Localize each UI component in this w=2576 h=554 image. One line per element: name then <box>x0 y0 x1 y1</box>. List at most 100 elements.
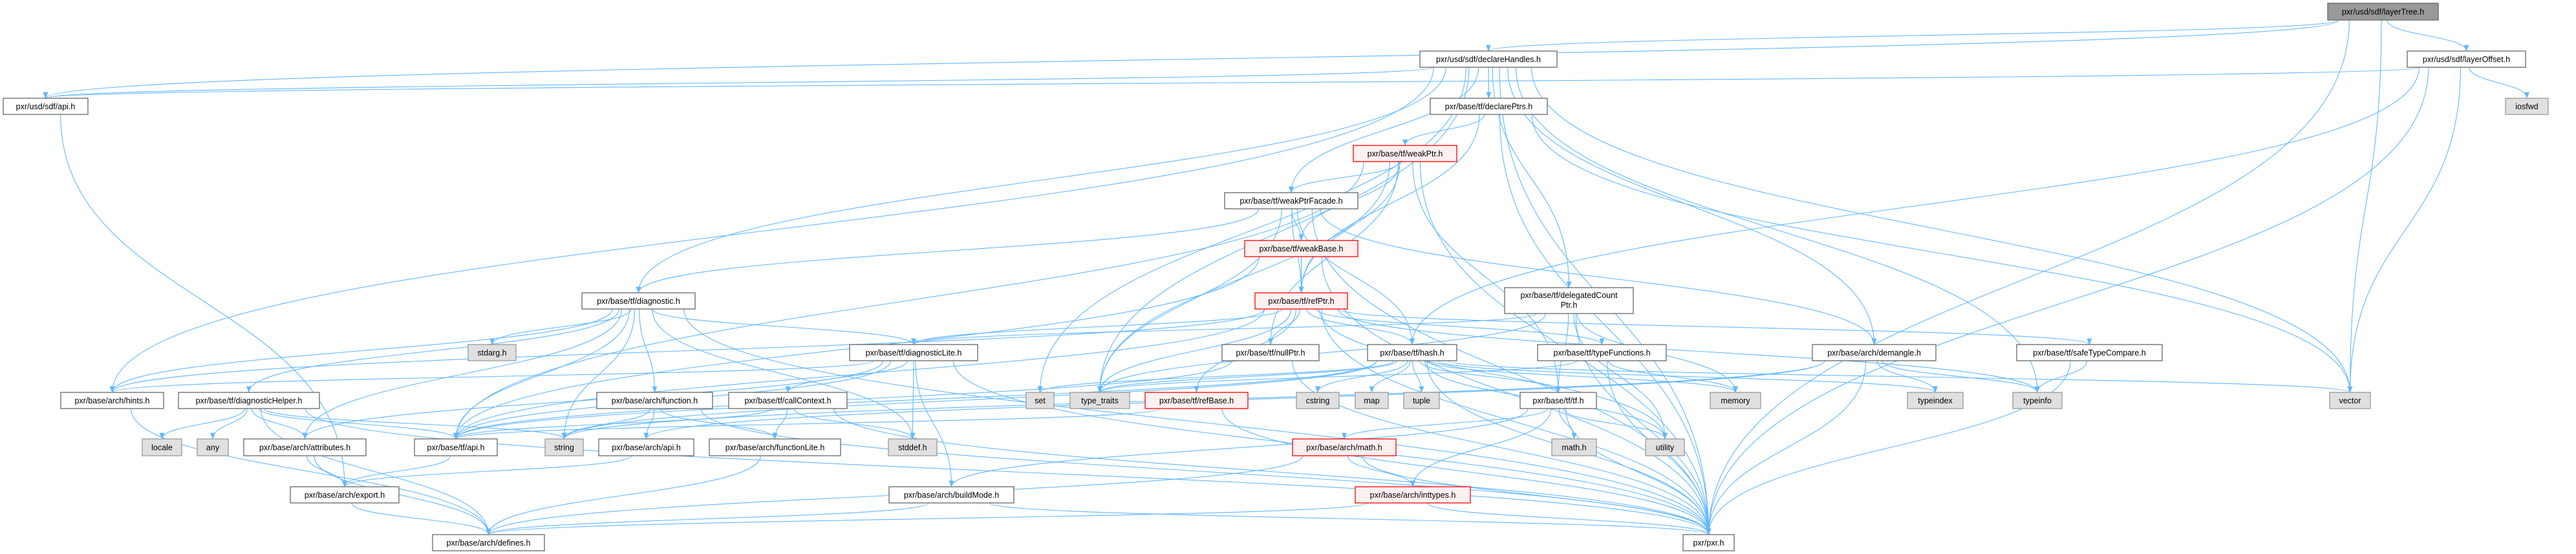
node-box[interactable] <box>581 292 696 310</box>
node-box[interactable] <box>1254 292 1348 310</box>
node-box[interactable] <box>1244 240 1358 257</box>
node-box[interactable] <box>888 486 1014 504</box>
node-archApi[interactable]: pxr/base/arch/api.h <box>598 438 694 456</box>
node-any[interactable]: any <box>197 438 229 456</box>
node-diagnosticHelper[interactable]: pxr/base/tf/diagnosticHelper.h <box>178 392 320 409</box>
node-callContext[interactable]: pxr/base/tf/callContext.h <box>728 392 848 409</box>
node-box[interactable] <box>1367 344 1457 361</box>
node-box[interactable] <box>1353 145 1457 162</box>
node-box[interactable] <box>709 438 841 456</box>
node-box[interactable] <box>888 438 938 456</box>
node-box[interactable] <box>1419 50 1558 68</box>
node-box[interactable] <box>432 534 545 551</box>
node-box[interactable] <box>2012 392 2063 409</box>
node-mathH[interactable]: math.h <box>1551 438 1597 456</box>
node-box[interactable] <box>1144 392 1249 409</box>
node-box[interactable] <box>1645 438 1685 456</box>
node-box[interactable] <box>1221 344 1320 361</box>
node-iosfwd[interactable]: iosfwd <box>2505 98 2549 115</box>
node-demangle[interactable]: pxr/base/arch/demangle.h <box>1812 344 1937 361</box>
node-tfApi[interactable]: pxr/base/tf/api.h <box>414 438 498 456</box>
node-box[interactable] <box>1710 392 1761 409</box>
node-box[interactable] <box>1551 438 1597 456</box>
node-layerOffset[interactable]: pxr/usd/sdf/layerOffset.h <box>2407 50 2526 68</box>
node-weakPtr[interactable]: pxr/base/tf/weakPtr.h <box>1353 145 1457 162</box>
node-stdarg[interactable]: stdarg.h <box>467 344 517 361</box>
node-set[interactable]: set <box>1025 392 1055 409</box>
node-string[interactable]: string <box>544 438 584 456</box>
node-box[interactable] <box>2327 3 2439 21</box>
node-safeTypeCompare[interactable]: pxr/base/tf/safeTypeCompare.h <box>2016 344 2163 361</box>
node-box[interactable] <box>1292 438 1397 456</box>
node-box[interactable] <box>1537 344 1667 361</box>
node-tuple[interactable]: tuple <box>1403 392 1440 409</box>
node-box[interactable] <box>1025 392 1055 409</box>
node-box[interactable] <box>1504 287 1634 314</box>
node-box[interactable] <box>178 392 320 409</box>
node-locale[interactable]: locale <box>142 438 182 456</box>
node-box[interactable] <box>142 438 182 456</box>
node-diagnosticLite[interactable]: pxr/base/tf/diagnosticLite.h <box>849 344 978 361</box>
node-refPtr[interactable]: pxr/base/tf/refPtr.h <box>1254 292 1348 310</box>
node-declarePtrs[interactable]: pxr/base/tf/declarePtrs.h <box>1430 98 1548 115</box>
node-box[interactable] <box>243 438 367 456</box>
node-typeFunctions[interactable]: pxr/base/tf/typeFunctions.h <box>1537 344 1667 361</box>
node-layerTree[interactable]: pxr/usd/sdf/layerTree.h <box>2327 3 2439 21</box>
node-weakPtrFacade[interactable]: pxr/base/tf/weakPtrFacade.h <box>1224 192 1358 209</box>
node-function[interactable]: pxr/base/arch/function.h <box>596 392 713 409</box>
node-map[interactable]: map <box>1355 392 1389 409</box>
node-archMath[interactable]: pxr/base/arch/math.h <box>1292 438 1397 456</box>
node-defines[interactable]: pxr/base/arch/defines.h <box>432 534 545 551</box>
node-box[interactable] <box>290 486 400 504</box>
node-box[interactable] <box>2505 98 2549 115</box>
node-functionLite[interactable]: pxr/base/arch/functionLite.h <box>709 438 841 456</box>
node-sdfApi[interactable]: pxr/usd/sdf/api.h <box>3 98 89 115</box>
node-weakBase[interactable]: pxr/base/tf/weakBase.h <box>1244 240 1358 257</box>
node-box[interactable] <box>467 344 517 361</box>
node-box[interactable] <box>1296 392 1340 409</box>
node-box[interactable] <box>1812 344 1937 361</box>
node-box[interactable] <box>849 344 978 361</box>
node-diagnostic[interactable]: pxr/base/tf/diagnostic.h <box>581 292 696 310</box>
node-hints[interactable]: pxr/base/arch/hints.h <box>60 392 164 409</box>
node-box[interactable] <box>1355 392 1389 409</box>
node-box[interactable] <box>2016 344 2163 361</box>
node-box[interactable] <box>1355 486 1471 504</box>
node-typeTraits[interactable]: type_traits <box>1069 392 1130 409</box>
node-typeinfo[interactable]: typeinfo <box>2012 392 2063 409</box>
node-refBase[interactable]: pxr/base/tf/refBase.h <box>1144 392 1249 409</box>
node-attributes[interactable]: pxr/base/arch/attributes.h <box>243 438 367 456</box>
node-export[interactable]: pxr/base/arch/export.h <box>290 486 400 504</box>
node-box[interactable] <box>596 392 713 409</box>
node-box[interactable] <box>414 438 498 456</box>
node-box[interactable] <box>1430 98 1548 115</box>
node-buildMode[interactable]: pxr/base/arch/buildMode.h <box>888 486 1014 504</box>
node-box[interactable] <box>1907 392 1964 409</box>
node-box[interactable] <box>1682 534 1735 551</box>
node-box[interactable] <box>544 438 584 456</box>
node-box[interactable] <box>2329 392 2371 409</box>
node-utility[interactable]: utility <box>1645 438 1685 456</box>
node-inttypes[interactable]: pxr/base/arch/inttypes.h <box>1355 486 1471 504</box>
node-box[interactable] <box>3 98 89 115</box>
node-box[interactable] <box>1403 392 1440 409</box>
node-stddef[interactable]: stddef.h <box>888 438 938 456</box>
node-box[interactable] <box>2407 50 2526 68</box>
node-box[interactable] <box>1069 392 1130 409</box>
node-box[interactable] <box>728 392 848 409</box>
node-box[interactable] <box>1519 392 1597 409</box>
node-box[interactable] <box>197 438 229 456</box>
node-hash[interactable]: pxr/base/tf/hash.h <box>1367 344 1457 361</box>
node-box[interactable] <box>60 392 164 409</box>
node-nullPtr[interactable]: pxr/base/tf/nullPtr.h <box>1221 344 1320 361</box>
node-memory[interactable]: memory <box>1710 392 1761 409</box>
node-box[interactable] <box>1224 192 1358 209</box>
node-box[interactable] <box>598 438 694 456</box>
node-typeindex[interactable]: typeindex <box>1907 392 1964 409</box>
node-pxr[interactable]: pxr/pxr.h <box>1682 534 1735 551</box>
node-cstring[interactable]: cstring <box>1296 392 1340 409</box>
node-tf[interactable]: pxr/base/tf/tf.h <box>1519 392 1597 409</box>
node-declareHandles[interactable]: pxr/usd/sdf/declareHandles.h <box>1419 50 1558 68</box>
node-vector[interactable]: vector <box>2329 392 2371 409</box>
